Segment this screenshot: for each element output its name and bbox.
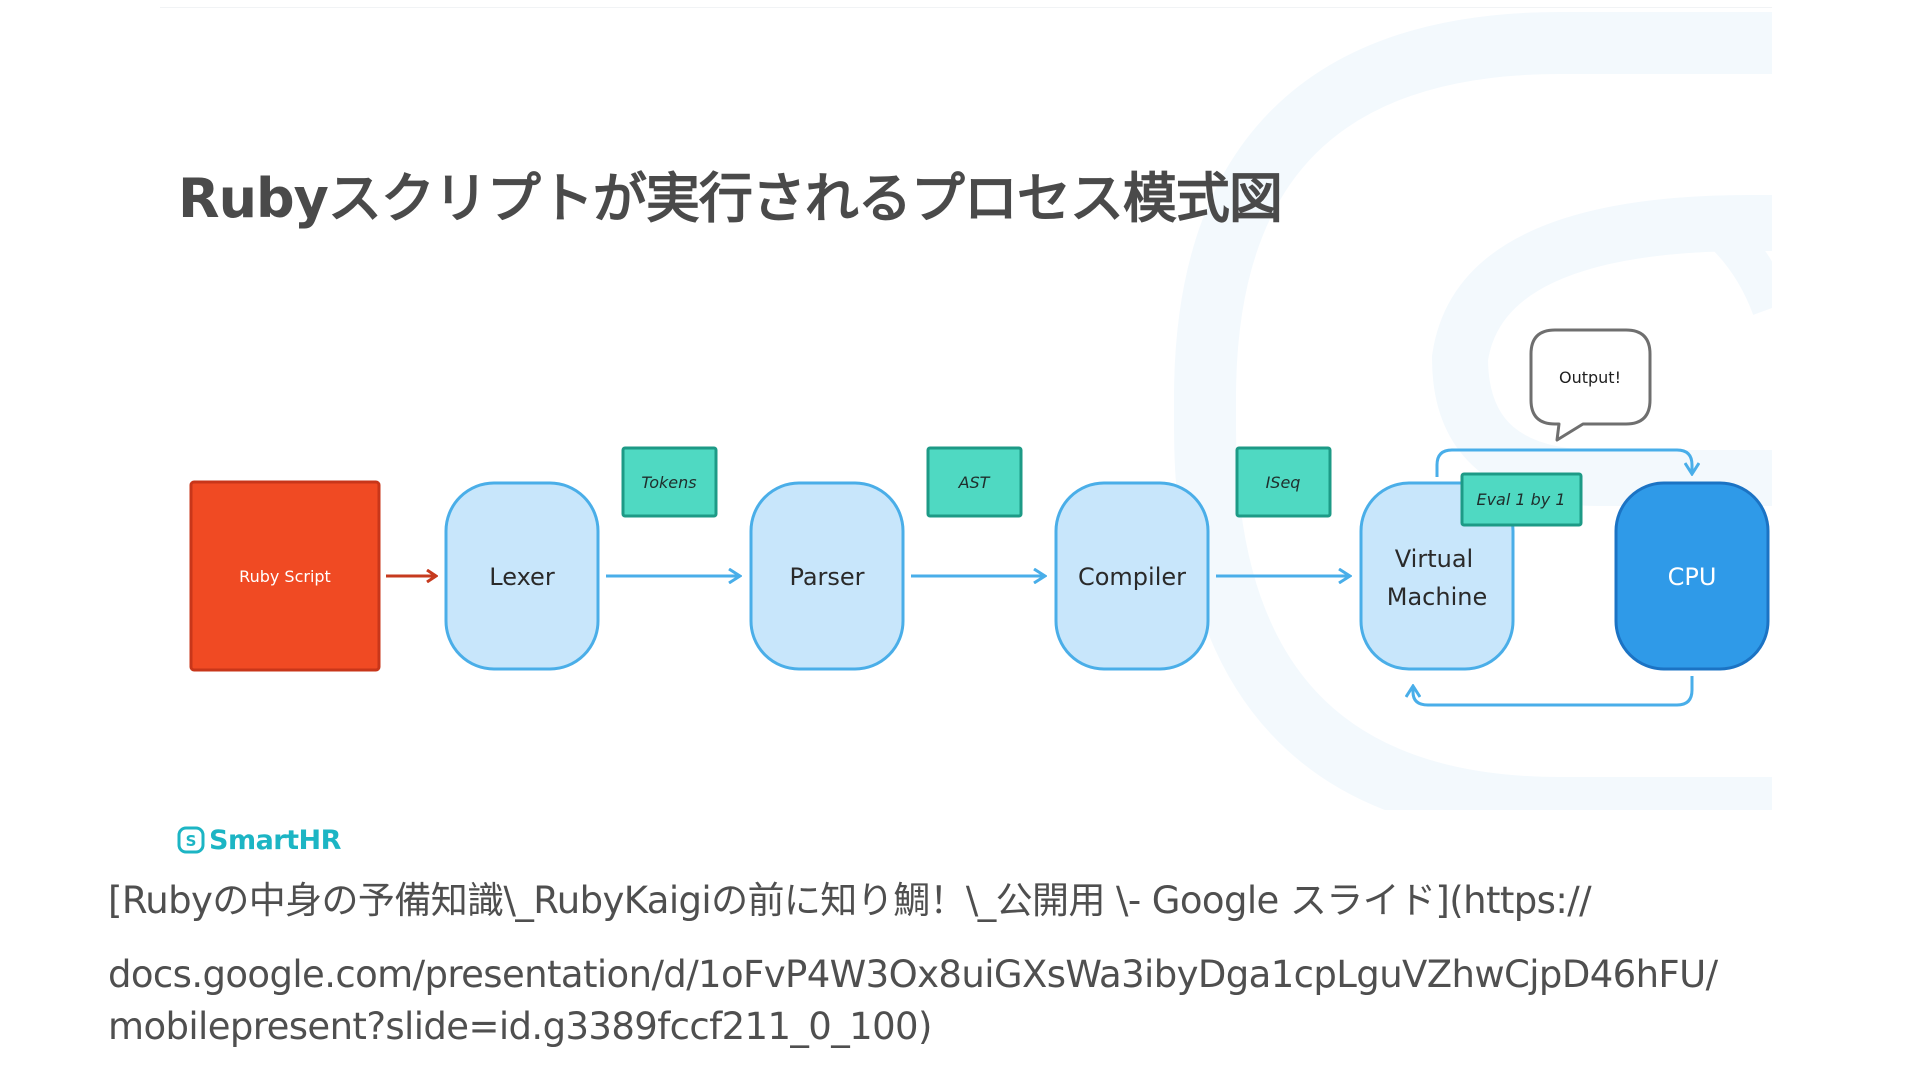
smarthr-logo-icon: S xyxy=(177,826,205,854)
arrow-vm-to-cpu xyxy=(1435,448,1692,477)
caption-line-2: docs.google.com/presentation/d/1oFvP4W3O… xyxy=(108,953,1718,996)
smarthr-logo-text: SmartHR xyxy=(209,824,341,856)
caption-line-1: [Rubyの中身の予備知識\_RubyKaigiの前に知り鯛！\_公開用 \- … xyxy=(108,879,1592,922)
output-speech-bubble: Output! xyxy=(1529,328,1652,442)
smarthr-logo: S SmartHR xyxy=(177,822,341,858)
cpu-node: CPU xyxy=(1614,481,1770,671)
eval-label: Eval 1 by 1 xyxy=(1476,490,1565,509)
compiler-label: Compiler xyxy=(1078,563,1186,591)
cpu-label: CPU xyxy=(1668,563,1717,591)
lexer-label: Lexer xyxy=(489,563,555,591)
slide-title: Rubyスクリプトが実行されるプロセス模式図 xyxy=(178,167,1283,231)
compiler-node: Compiler xyxy=(1054,481,1210,671)
watermark-logo-icon xyxy=(1174,12,1772,810)
eval-tag: Eval 1 by 1 xyxy=(1460,472,1583,527)
vm-label-line1: Virtual xyxy=(1395,545,1473,573)
virtual-machine-node: Virtual Machine xyxy=(1359,481,1515,671)
ruby-script-label: Ruby Script xyxy=(239,567,331,586)
tokens-label: Tokens xyxy=(641,473,696,492)
slide xyxy=(160,8,1772,810)
parser-label: Parser xyxy=(789,563,864,591)
vm-label-line2: Machine xyxy=(1387,583,1487,611)
tokens-tag: Tokens xyxy=(621,446,718,518)
lexer-node: Lexer xyxy=(444,481,600,671)
source-caption: [Rubyの中身の予備知識\_RubyKaigiの前に知り鯛！\_公開用 \- … xyxy=(108,875,1808,1053)
output-label: Output! xyxy=(1559,368,1621,387)
parser-node: Parser xyxy=(749,481,905,671)
iseq-label: ISeq xyxy=(1266,473,1301,492)
caption-line-3: mobilepresent?slide=id.g3389fccf211_0_10… xyxy=(108,1005,932,1048)
ast-tag: AST xyxy=(926,446,1023,518)
iseq-tag: ISeq xyxy=(1235,446,1332,518)
ast-label: AST xyxy=(958,473,991,492)
arrow-cpu-to-vm xyxy=(1413,676,1694,707)
ruby-script-node: Ruby Script xyxy=(189,480,381,672)
svg-text:S: S xyxy=(186,832,197,850)
